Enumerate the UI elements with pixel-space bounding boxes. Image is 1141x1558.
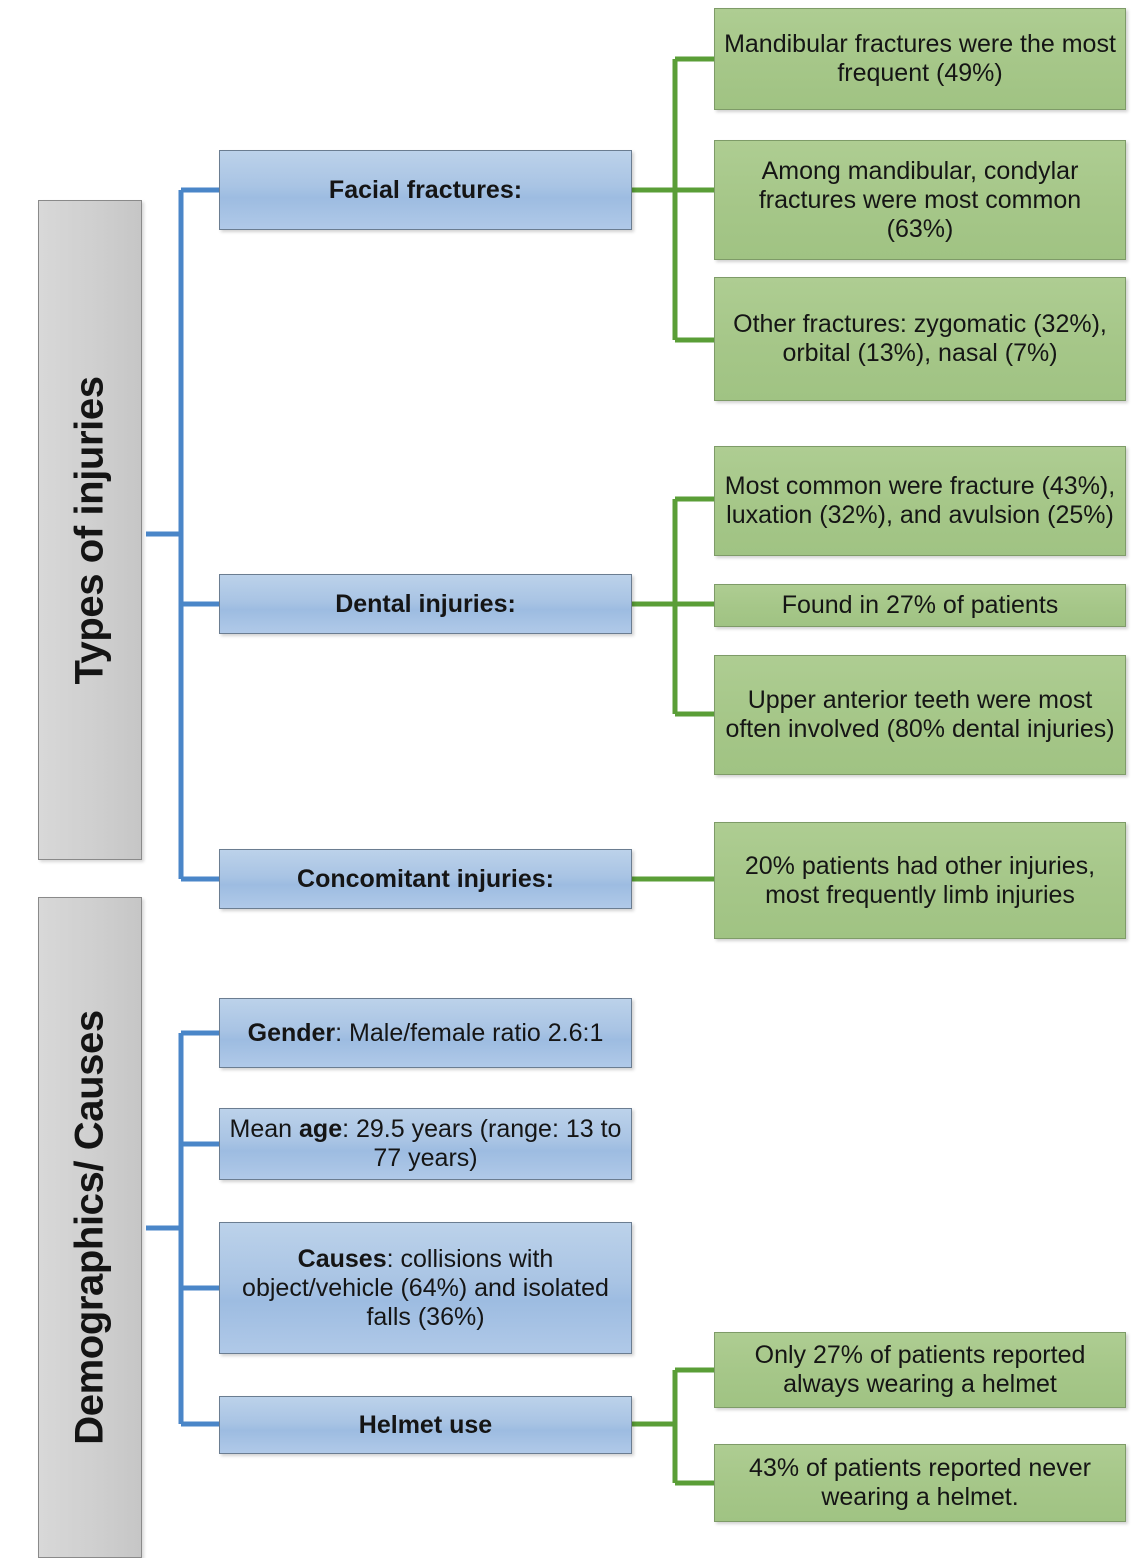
node-causes-label: Causes: collisions with object/vehicle (… (220, 1245, 631, 1332)
group-bar-label-types-of-injuries: Types of injuries (67, 375, 112, 685)
detail-helmet-1-text: Only 27% of patients reported always wea… (754, 1341, 1086, 1398)
node-mean-age-rest: : 29.5 years (range: 13 to 77 years) (342, 1115, 622, 1172)
group-bar-types-of-injuries: Types of injuries (38, 200, 142, 860)
detail-concomitant-1-text: 20% patients had other injuries, most fr… (744, 851, 1096, 909)
node-gender[interactable]: Gender: Male/female ratio 2.6:1 (219, 998, 632, 1068)
node-dental-injuries-label: Dental injuries: (335, 589, 516, 618)
detail-dental-2[interactable]: Found in 27% of patients (714, 584, 1126, 627)
detail-facial-2-text: Among mandibular, condylar fractures wer… (758, 156, 1082, 243)
detail-helmet-2-text: 43% of patients reported never wearing a… (749, 1454, 1091, 1511)
group-bar-label-demographics-causes: Demographics/ Causes (67, 1010, 112, 1445)
node-gender-rest: : Male/female ratio 2.6:1 (335, 1018, 604, 1047)
detail-helmet-1[interactable]: Only 27% of patients reported always wea… (714, 1332, 1126, 1408)
node-dental-injuries[interactable]: Dental injuries: (219, 574, 632, 634)
node-gender-bold: Gender (247, 1018, 336, 1047)
node-helmet-use-label: Helmet use (358, 1410, 493, 1439)
node-causes-bold: Causes (297, 1244, 387, 1273)
node-mean-age-label: Mean age: 29.5 years (range: 13 to 77 ye… (220, 1115, 631, 1173)
detail-dental-1[interactable]: Most common were fracture (43%), luxatio… (714, 446, 1126, 556)
node-mean-age[interactable]: Mean age: 29.5 years (range: 13 to 77 ye… (219, 1108, 632, 1180)
node-causes-rest: : collisions with object/vehicle (64%) a… (242, 1244, 609, 1331)
detail-dental-3[interactable]: Upper anterior teeth were most often inv… (714, 655, 1126, 775)
detail-facial-3-text: Other fractures: zygomatic (32%), orbita… (733, 310, 1107, 367)
node-facial-fractures-label: Facial fractures: (328, 175, 523, 204)
detail-dental-2-text: Found in 27% of patients (781, 591, 1059, 619)
group-bar-demographics-causes: Demographics/ Causes (38, 897, 142, 1558)
detail-facial-1-text: Mandibular fractures were the most frequ… (724, 30, 1116, 87)
detail-facial-2[interactable]: Among mandibular, condylar fractures wer… (714, 140, 1126, 260)
detail-helmet-2[interactable]: 43% of patients reported never wearing a… (714, 1444, 1126, 1522)
node-mean-age-prefix: Mean (229, 1115, 300, 1143)
node-gender-label: Gender: Male/female ratio 2.6:1 (220, 1019, 631, 1048)
detail-facial-3[interactable]: Other fractures: zygomatic (32%), orbita… (714, 277, 1126, 401)
node-concomitant-injuries[interactable]: Concomitant injuries: (219, 849, 632, 909)
node-concomitant-injuries-label: Concomitant injuries: (297, 864, 554, 893)
detail-dental-1-text: Most common were fracture (43%), luxatio… (724, 472, 1116, 529)
node-helmet-use[interactable]: Helmet use (219, 1396, 632, 1454)
detail-facial-1[interactable]: Mandibular fractures were the most frequ… (714, 8, 1126, 110)
node-mean-age-bold: age (299, 1115, 343, 1143)
node-causes[interactable]: Causes: collisions with object/vehicle (… (219, 1222, 632, 1354)
detail-dental-3-text: Upper anterior teeth were most often inv… (725, 686, 1115, 743)
detail-concomitant-1[interactable]: 20% patients had other injuries, most fr… (714, 822, 1126, 939)
node-facial-fractures[interactable]: Facial fractures: (219, 150, 632, 230)
